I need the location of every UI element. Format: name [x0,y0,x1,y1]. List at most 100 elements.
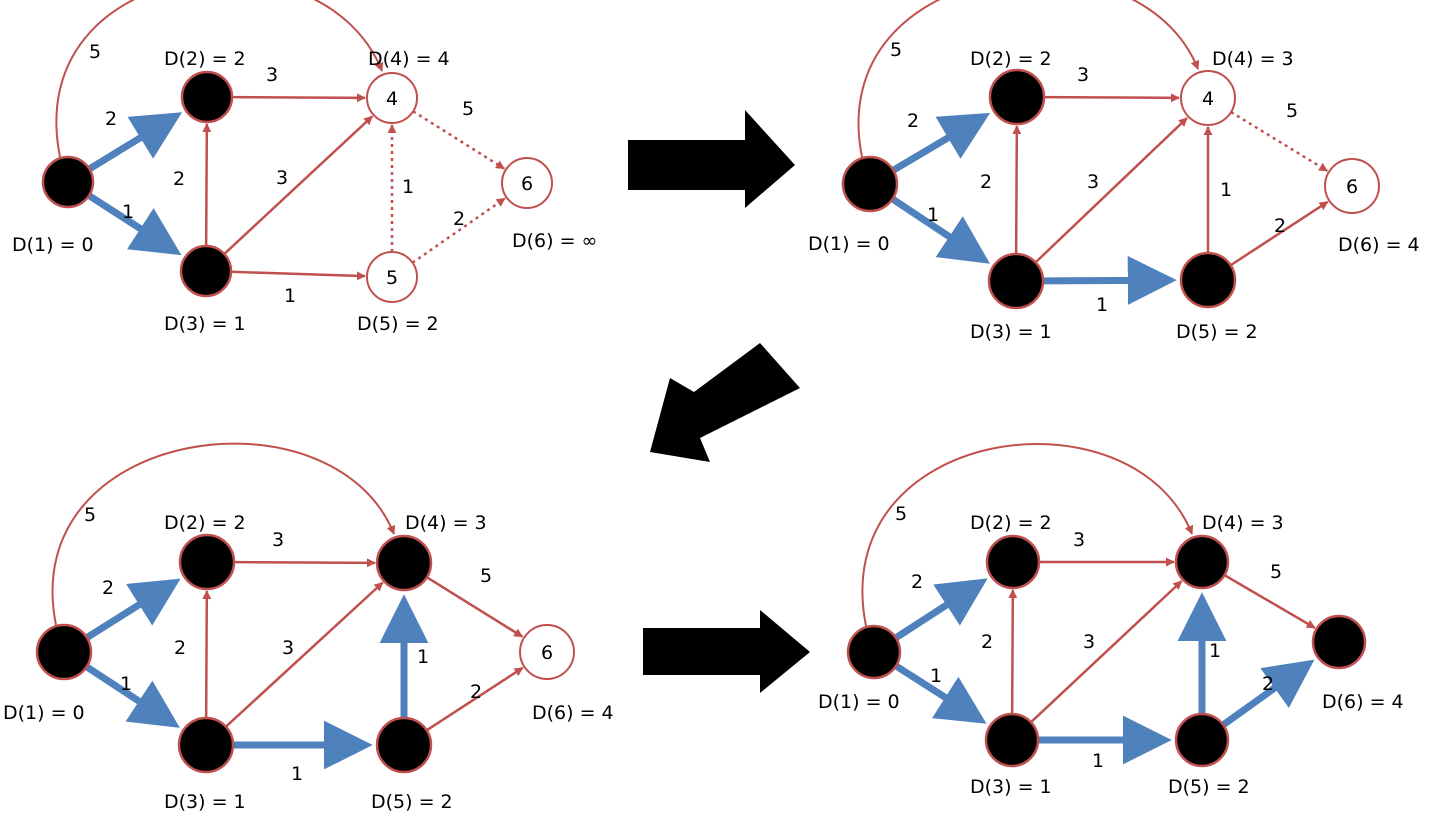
distance-label-1: D(1) = 0 [12,234,94,256]
weight-label-3-2: 2 [173,168,185,190]
distance-label-1: D(1) = 0 [808,233,890,255]
node-5 [1174,712,1230,768]
distance-label-2: D(2) = 2 [164,512,246,534]
distance-label-2: D(2) = 2 [970,48,1052,70]
weight-label-3-5: 1 [291,763,303,785]
node-4 [366,72,418,124]
node-3 [177,716,235,774]
weight-label-5-4: 1 [402,176,414,198]
distance-label-6: D(6) = 4 [532,702,614,724]
weight-label-3-4: 3 [1083,631,1095,653]
weight-label-3-4: 3 [276,167,288,189]
edge-2-4 [233,558,376,568]
weight-label-1-4: 5 [890,39,902,61]
node-6 [519,624,575,680]
node-2 [988,68,1046,126]
edge-1-3 [894,663,987,724]
node-number-6: 6 [541,642,553,664]
weight-label-5-4: 1 [1220,179,1232,201]
edge-4-6 [1223,574,1316,629]
distance-label-4: D(4) = 3 [405,512,487,534]
edge-1-2 [891,112,991,174]
node-4 [1174,534,1230,590]
distance-label-3: D(3) = 1 [164,313,246,335]
distance-label-4: D(4) = 3 [1212,48,1294,70]
distance-label-6: D(6) = 4 [1322,691,1404,713]
weight-label-1-2: 2 [907,110,919,132]
distance-label-3: D(3) = 1 [970,321,1052,343]
node-number-6: 6 [1346,176,1358,198]
node-number-4: 4 [1202,88,1214,110]
weight-label-5-4: 1 [1209,640,1221,662]
distance-label-5: D(5) = 2 [357,313,439,335]
weight-label-1-4: 5 [89,41,101,63]
distance-label-2: D(2) = 2 [164,48,246,70]
weight-label-3-4: 3 [282,637,294,659]
edge-1-4 [55,0,384,158]
distance-label-5: D(5) = 2 [1168,776,1250,798]
distance-label-1: D(1) = 0 [3,702,85,724]
node-2 [180,70,234,124]
edge-5-6 [411,197,506,264]
edge-3-4 [225,581,384,728]
weight-label-3-2: 2 [980,171,992,193]
weight-label-4-6: 5 [1270,561,1282,583]
weight-label-4-6: 5 [1286,100,1298,122]
edge-1-3 [84,663,180,728]
weight-label-5-4: 1 [417,646,429,668]
step-arrow-right-top [628,110,795,208]
edge-4-6 [1230,111,1329,172]
weight-label-1-3: 1 [122,201,134,223]
edge-3-4 [1034,117,1188,264]
node-6 [1311,614,1367,670]
distance-label-3: D(3) = 1 [164,791,246,813]
edge-1-4 [857,0,1200,158]
distance-label-4: D(4) = 4 [368,48,450,70]
edge-1-2 [87,112,183,172]
weight-label-5-6: 2 [453,208,465,230]
weight-label-3-5: 1 [284,285,296,307]
weight-label-5-6: 2 [470,681,482,703]
edge-3-5 [230,270,366,281]
node-6 [501,157,553,209]
edge-3-5 [1042,255,1177,305]
node-1 [35,623,93,681]
weight-label-2-4: 3 [1073,529,1085,551]
weight-label-1-2: 2 [102,577,114,599]
edge-2-4 [1043,93,1180,103]
node-2 [178,533,236,591]
node-2 [985,534,1041,590]
edge-5-6 [1221,659,1315,728]
distance-label-6: D(6) = ∞ [512,230,597,252]
weight-label-4-6: 5 [480,565,492,587]
weight-label-3-2: 2 [174,637,186,659]
node-5 [375,716,433,774]
node-1 [846,624,902,680]
node-number-6: 6 [521,173,533,195]
weight-label-1-4: 5 [84,504,96,526]
distance-label-2: D(2) = 2 [970,512,1052,534]
weight-label-1-3: 1 [927,204,939,226]
step-arrow-right-bottom [643,610,810,693]
edge-4-6 [426,576,524,638]
edge-2-4 [231,93,366,103]
node-1 [41,155,95,209]
weight-label-1-3: 1 [930,665,942,687]
weight-label-1-2: 2 [911,571,923,593]
weight-label-3-2: 2 [981,631,993,653]
distance-label-5: D(5) = 2 [1176,321,1258,343]
node-4 [1180,70,1236,126]
weight-label-3-4: 3 [1087,171,1099,193]
distance-label-4: D(4) = 3 [1202,512,1284,534]
edge-3-2 [1012,125,1022,255]
edge-1-4 [51,442,396,626]
edge-1-3 [87,192,182,256]
node-number-4: 4 [386,88,398,110]
node-number-5: 5 [386,267,398,289]
weight-label-2-4: 3 [272,529,284,551]
